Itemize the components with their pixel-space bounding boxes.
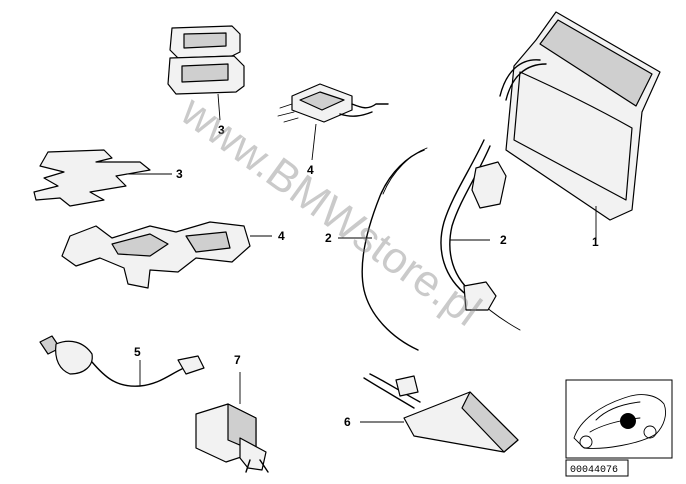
- part-3-cross-pad: [33, 149, 172, 207]
- part-7-relay: [195, 372, 269, 473]
- part-4-connector: [277, 83, 389, 161]
- location-highlight-dot: [620, 413, 636, 429]
- part-4-bracket: [61, 221, 272, 289]
- part-6-control-unit: [360, 373, 519, 453]
- vehicle-thumbnail: 00044076: [565, 379, 673, 477]
- callout-7: 7: [234, 353, 241, 367]
- callout-4-top: 4: [307, 163, 314, 177]
- part-2-cable: [338, 147, 428, 351]
- reference-code: 00044076: [570, 465, 618, 476]
- part-2-harness: [440, 139, 521, 331]
- watermark: www.BMWstore.pl: [171, 86, 489, 336]
- callout-3-left: 3: [176, 167, 183, 181]
- callout-4-middle: 4: [278, 229, 285, 243]
- callout-6: 6: [344, 415, 351, 429]
- callout-5: 5: [134, 345, 141, 359]
- part-3-clip-block: [167, 25, 245, 121]
- callout-1: 1: [592, 235, 599, 249]
- callout-3-top: 3: [218, 123, 225, 137]
- callout-2-right: 2: [500, 233, 507, 247]
- callout-2-left: 2: [325, 231, 332, 245]
- part-5-sensor: [39, 335, 205, 387]
- part-1-pocket: [499, 11, 661, 240]
